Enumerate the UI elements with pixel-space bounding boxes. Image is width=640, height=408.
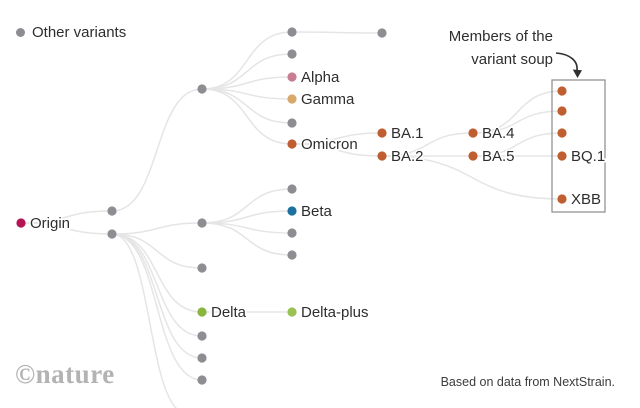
label-gamma: Gamma <box>301 91 355 108</box>
edge-c1-t1 <box>291 31 383 34</box>
edge-a2-m3 <box>111 233 203 359</box>
node-s1 <box>557 86 567 96</box>
other-variants-dot-icon <box>16 28 25 37</box>
annotation-line-1: Members of the <box>448 28 553 45</box>
edge-h2-c6 <box>201 222 293 256</box>
label-ba2: BA.2 <box>391 148 424 165</box>
node-c6 <box>287 250 297 260</box>
label-xbb: XBB <box>571 191 601 208</box>
edge-h2-beta <box>201 210 293 224</box>
edge-origin-a1 <box>20 210 113 224</box>
label-alpha: Alpha <box>301 69 340 86</box>
label-dplus: Delta-plus <box>301 304 369 321</box>
edge-a2-m4 <box>111 233 203 381</box>
node-gamma <box>287 94 297 104</box>
node-c1 <box>287 27 297 37</box>
node-c2 <box>287 49 297 59</box>
node-dplus <box>287 307 297 317</box>
label-omicron: Omicron <box>301 136 358 153</box>
node-xbb <box>557 194 567 204</box>
label-ba5: BA.5 <box>482 148 515 165</box>
annotation-line-2: variant soup <box>471 50 553 68</box>
label-beta: Beta <box>301 203 333 220</box>
legend-label: Other variants <box>32 24 127 41</box>
legend-other-variants: Other variants <box>16 24 126 41</box>
edge-a2-m1 <box>111 233 203 269</box>
node-a2 <box>107 229 117 239</box>
label-bq1: BQ.1 <box>571 148 605 165</box>
edge-ba4-s1 <box>472 90 563 134</box>
label-origin: Origin <box>30 215 70 232</box>
variant-soup-box <box>551 79 606 213</box>
node-beta <box>287 206 297 216</box>
annotation-arrow <box>555 52 578 71</box>
node-ba2 <box>377 151 387 161</box>
edge-a2-h2 <box>111 222 203 235</box>
label-delta: Delta <box>211 304 247 321</box>
node-delta <box>197 307 207 317</box>
edge-a2-delta <box>111 233 203 313</box>
node-c5 <box>287 228 297 238</box>
node-h1 <box>197 84 207 94</box>
node-c4 <box>287 184 297 194</box>
edge-origin-a2 <box>20 222 113 235</box>
label-ba1: BA.1 <box>391 125 424 142</box>
edge-h1-c1 <box>201 31 293 90</box>
node-origin <box>16 218 26 228</box>
edge-ba2-ba4 <box>381 132 474 157</box>
data-source-note: Based on data from NextStrain. <box>440 375 615 389</box>
annotation-arrowhead-icon <box>572 69 582 78</box>
edge-ba4-s2 <box>472 110 563 134</box>
edge-ba2-xbb <box>381 155 563 200</box>
node-h2 <box>197 218 207 228</box>
nature-logo: ©nature <box>15 359 115 389</box>
edge-h1-omicron <box>201 88 293 145</box>
node-bq1 <box>557 151 567 161</box>
edge-a1-h1 <box>111 88 203 212</box>
edge-ba5-s3 <box>472 132 563 157</box>
edge-h1-c2 <box>201 53 293 90</box>
node-m4 <box>197 375 207 385</box>
node-omicron <box>287 139 297 149</box>
node-a1 <box>107 206 117 216</box>
node-s3 <box>557 128 567 138</box>
node-m2 <box>197 331 207 341</box>
node-t1 <box>377 28 387 38</box>
node-ba1 <box>377 128 387 138</box>
node-ba4 <box>468 128 478 138</box>
edge-a2-exit1 <box>111 233 178 408</box>
node-c3 <box>287 118 297 128</box>
node-ba5 <box>468 151 478 161</box>
node-alpha <box>287 72 297 82</box>
variant-soup-annotation: Members of the variant soup <box>449 26 553 71</box>
edge-h2-c4 <box>201 188 293 224</box>
node-m3 <box>197 353 207 363</box>
edge-omicron-ba2 <box>291 143 383 157</box>
edge-a2-m2 <box>111 233 203 337</box>
node-m1 <box>197 263 207 273</box>
label-ba4: BA.4 <box>482 125 515 142</box>
node-s2 <box>557 106 567 116</box>
